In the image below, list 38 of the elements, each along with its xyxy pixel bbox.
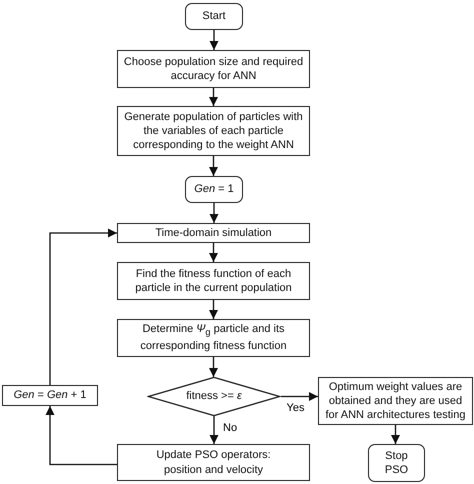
arrow: [45, 406, 117, 466]
terminal-box: [185, 3, 243, 30]
process-box: [117, 319, 310, 357]
node-text: Gen = Gen + 1: [12, 388, 88, 403]
process-box: [117, 223, 310, 243]
node-text: Optimum weight values are obtained and they are used for ANN architectures testing: [324, 380, 466, 422]
arrow: [390, 425, 400, 444]
process-box: [117, 262, 310, 300]
terminal-box: [185, 176, 243, 203]
node-text: Generate population of particles with the variables of each particle corresponding to the weight ANN: [123, 110, 304, 152]
arrow: [208, 300, 218, 319]
process-box: [318, 377, 473, 425]
node-text: Stop PSO: [384, 448, 410, 478]
arrow: [209, 30, 219, 50]
node-text: Start: [201, 9, 227, 24]
process-box: [117, 444, 310, 481]
arrow: [208, 357, 218, 377]
node-text: Time-domain simulation: [154, 226, 273, 240]
node-text: Determine Ψ$_{g}$ particle and its corresponding fitness function: [139, 322, 288, 354]
arrow: [208, 243, 218, 262]
edge-label: Yes: [286, 402, 306, 414]
node-text: Find the fitness function of each particle in the current population: [134, 266, 293, 296]
arrow: [209, 203, 219, 223]
node-text: Gen = 1: [193, 182, 235, 197]
process-box: [2, 385, 98, 406]
arrow: [208, 88, 218, 106]
arrow: [208, 156, 218, 176]
arrow: [49, 228, 117, 385]
node-text: Update PSO operators: position and velocity: [155, 448, 272, 477]
arrow: [209, 416, 219, 444]
process-box: [117, 106, 310, 156]
decision-diamond: [147, 377, 281, 416]
process-box: [117, 50, 310, 88]
arrow: [281, 392, 318, 402]
edge-label: No: [222, 422, 238, 434]
node-text: Choose population size and required accuracy for ANN: [122, 54, 304, 84]
terminal-box: [368, 444, 425, 482]
node-text: fitness >= ε: [185, 389, 243, 404]
